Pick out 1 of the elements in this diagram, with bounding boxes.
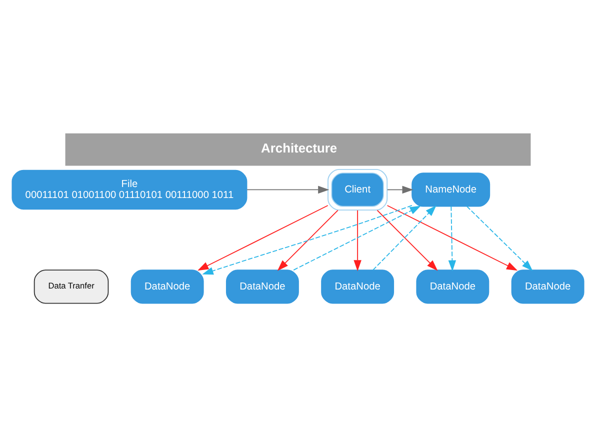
diagram-title: Architecture <box>261 140 338 156</box>
